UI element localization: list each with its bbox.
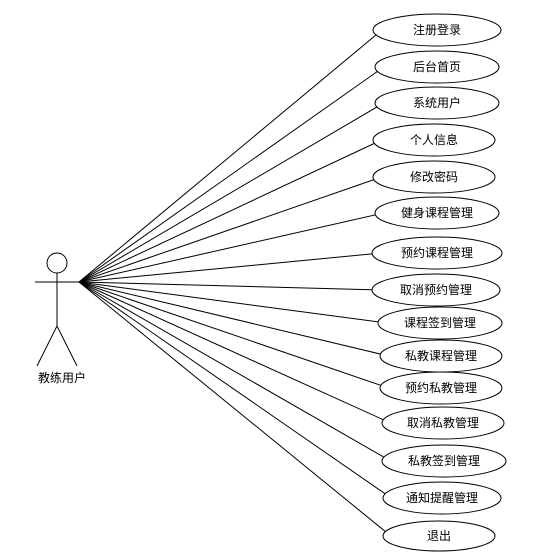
association-line xyxy=(78,281,381,291)
use-case-ellipse xyxy=(371,236,503,270)
use-case-ellipse xyxy=(381,444,507,478)
actor-coach-user: 教练用户 xyxy=(35,252,86,385)
use-case-ellipse xyxy=(379,371,503,405)
use-case-label: 系统用户 xyxy=(413,95,461,110)
use-case-label: 取消预约管理 xyxy=(400,282,472,297)
use-case-ellipse xyxy=(372,123,496,157)
use-case-label: 取消私教管理 xyxy=(407,415,479,430)
use-case-ellipse xyxy=(381,406,505,440)
association-line xyxy=(78,281,391,424)
use-case-ellipse xyxy=(377,306,503,340)
association-line xyxy=(78,281,389,389)
use-case-label: 注册登录 xyxy=(413,22,461,37)
use-case-ellipse xyxy=(374,50,500,84)
use-case-label: 通知提醒管理 xyxy=(406,490,478,505)
use-case-ellipse xyxy=(374,86,500,120)
use-case-label: 预约私教管理 xyxy=(405,380,477,395)
actor-label: 教练用户 xyxy=(38,370,86,385)
use-case-label: 后台首页 xyxy=(413,59,461,74)
use-cases: 注册登录后台首页系统用户个人信息修改密码健身课程管理预约课程管理取消预约管理课程… xyxy=(371,13,507,552)
use-case-label: 健身课程管理 xyxy=(401,205,473,220)
use-case-ellipse xyxy=(382,481,502,515)
actor-left-leg xyxy=(36,325,58,367)
actor-head xyxy=(46,252,68,274)
association-line xyxy=(78,281,391,462)
use-case-label: 预约课程管理 xyxy=(401,245,473,260)
use-case-ellipse xyxy=(382,520,496,552)
association-line xyxy=(78,29,383,283)
association-line xyxy=(78,139,382,283)
use-case-ellipse xyxy=(371,273,501,307)
use-case-ellipse xyxy=(374,196,500,230)
actor-right-leg xyxy=(56,325,78,367)
association-line xyxy=(78,176,382,283)
association-line xyxy=(78,281,392,499)
use-case-ellipse xyxy=(372,160,496,194)
association-line xyxy=(78,102,384,283)
use-case-label: 退出 xyxy=(427,529,451,543)
use-case-label: 个人信息 xyxy=(410,132,458,147)
use-case-ellipse xyxy=(372,13,502,47)
association-line xyxy=(78,281,392,537)
association-line xyxy=(78,281,387,324)
use-case-label: 修改密码 xyxy=(410,169,458,184)
use-case-label: 私教课程管理 xyxy=(405,348,477,363)
use-case-label: 私教签到管理 xyxy=(408,453,480,468)
use-case-label: 课程签到管理 xyxy=(404,315,476,330)
association-line xyxy=(78,212,384,283)
association-line xyxy=(78,281,389,357)
association-line xyxy=(78,252,382,283)
association-line xyxy=(78,66,384,283)
association-lines xyxy=(78,29,392,537)
